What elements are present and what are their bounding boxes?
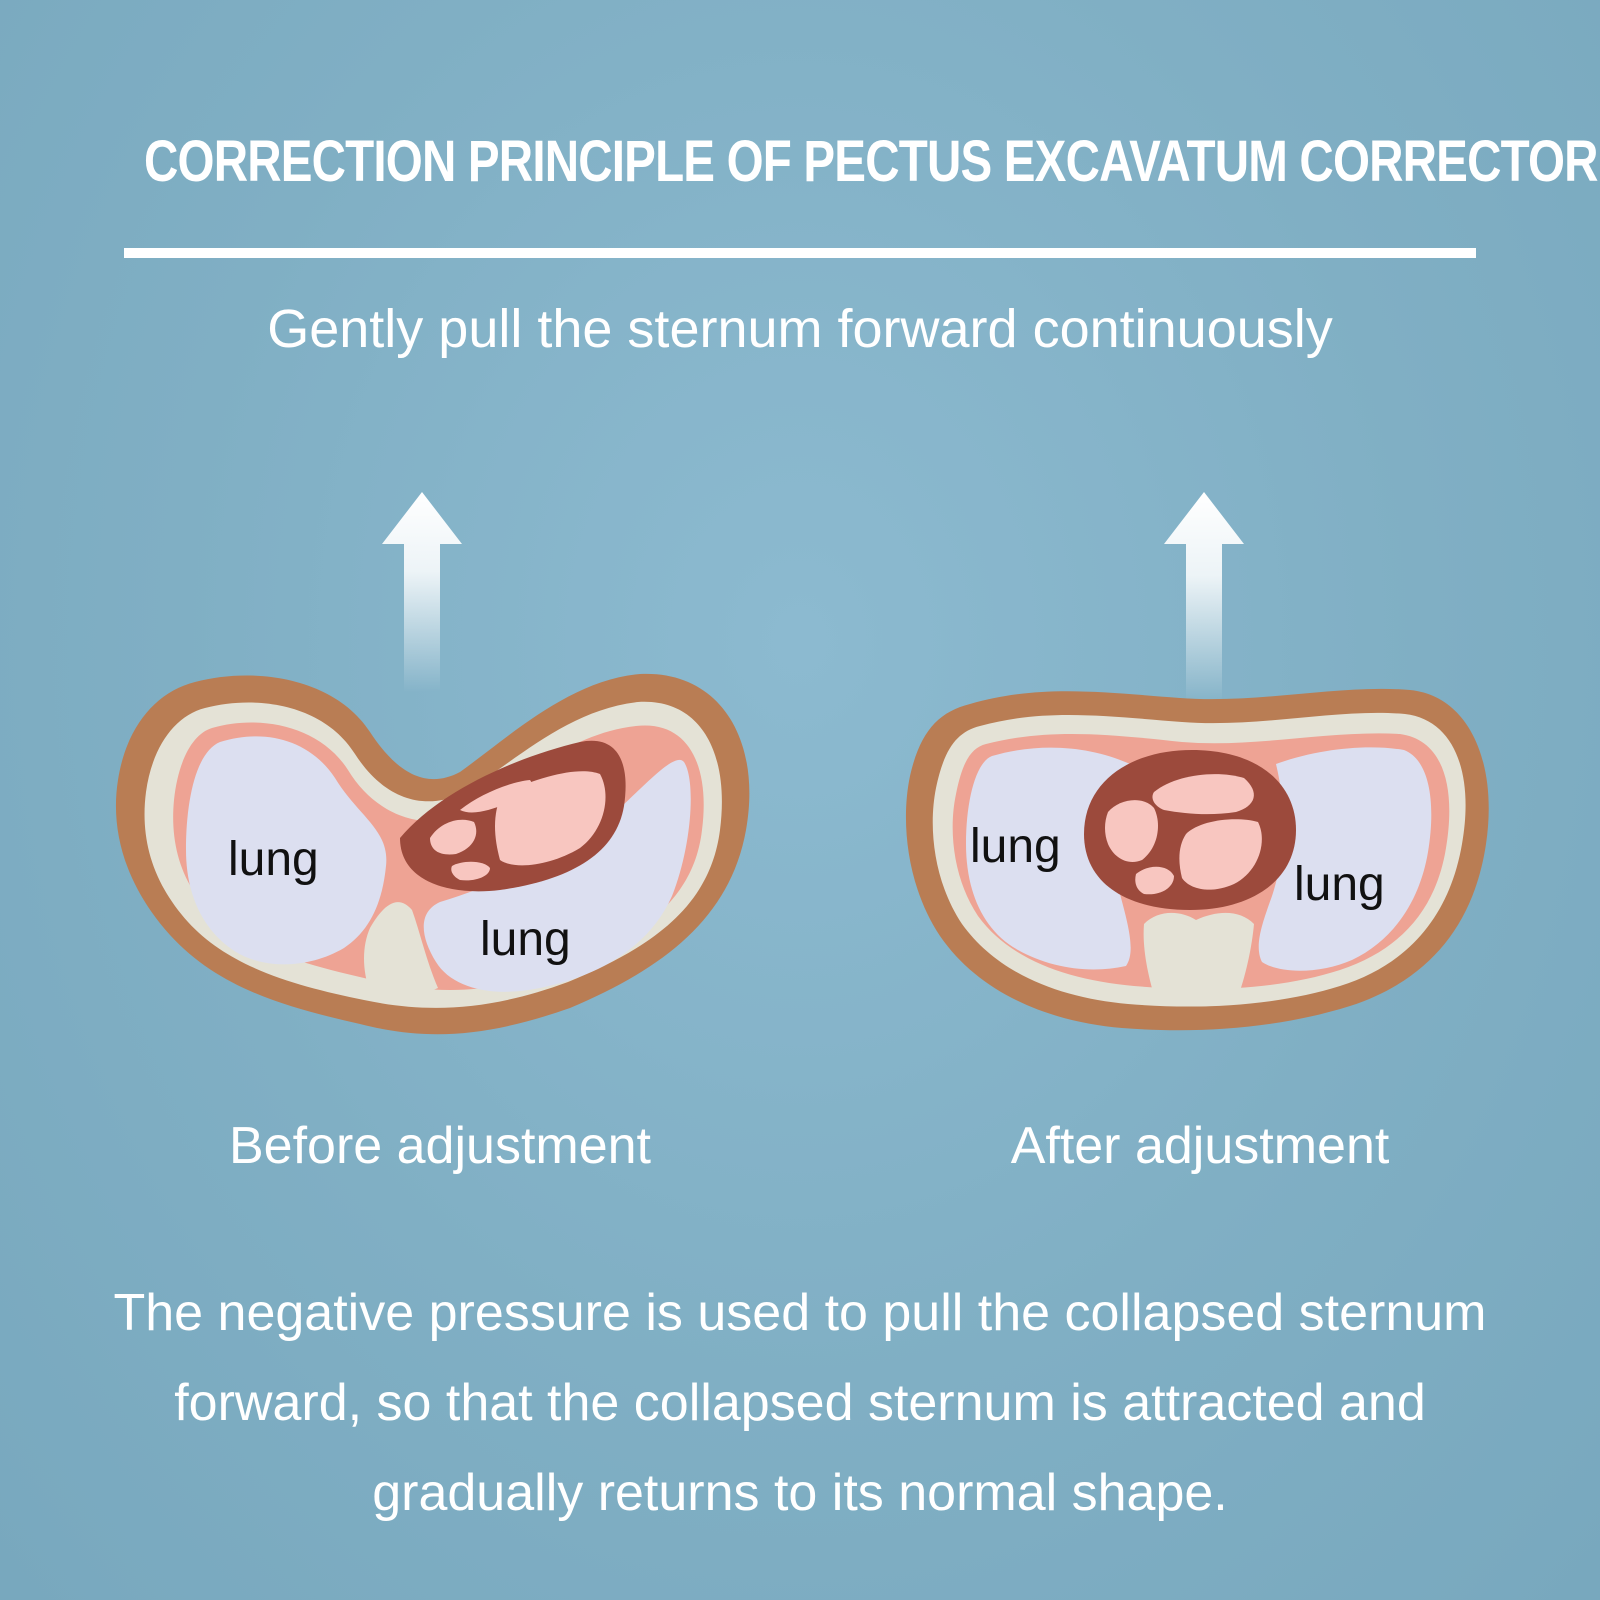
up-arrow-icon-before bbox=[382, 492, 462, 692]
caption-after: After adjustment bbox=[1010, 1117, 1390, 1175]
lung-label-right: lung bbox=[480, 913, 571, 966]
lung-label-left: lung bbox=[228, 833, 319, 886]
description-line: gradually returns to its normal shape. bbox=[372, 1464, 1228, 1522]
heart-chamber bbox=[1179, 819, 1262, 890]
lung-right bbox=[1258, 747, 1432, 971]
subtitle: Gently pull the sternum forward continuo… bbox=[267, 299, 1333, 359]
heart-chamber bbox=[451, 861, 490, 881]
chest-cross-section-before: lung lung bbox=[115, 673, 750, 1035]
lung-left bbox=[186, 736, 387, 965]
page-title: CORRECTION PRINCIPLE OF PECTUS EXCAVATUM… bbox=[144, 129, 1599, 194]
heart-chamber bbox=[1152, 774, 1254, 815]
description-line: The negative pressure is used to pull th… bbox=[113, 1284, 1487, 1342]
description-line: forward, so that the collapsed sternum i… bbox=[174, 1374, 1426, 1432]
heart-chamber bbox=[1135, 866, 1174, 895]
lung-label-right: lung bbox=[1294, 858, 1385, 911]
spine bbox=[364, 902, 438, 996]
caption-before: Before adjustment bbox=[228, 1117, 652, 1175]
heart-chamber bbox=[460, 780, 532, 813]
heart-chamber bbox=[430, 819, 477, 855]
heart-chamber bbox=[1105, 800, 1158, 863]
lung-left bbox=[966, 747, 1131, 970]
up-arrow-icon-after bbox=[1164, 492, 1244, 702]
lung-label-left: lung bbox=[970, 820, 1061, 873]
title-divider bbox=[124, 248, 1476, 258]
description: The negative pressure is used to pull th… bbox=[30, 1268, 1570, 1538]
chest-cross-section-after: lung lung bbox=[905, 688, 1489, 1031]
spine bbox=[1143, 912, 1254, 1007]
